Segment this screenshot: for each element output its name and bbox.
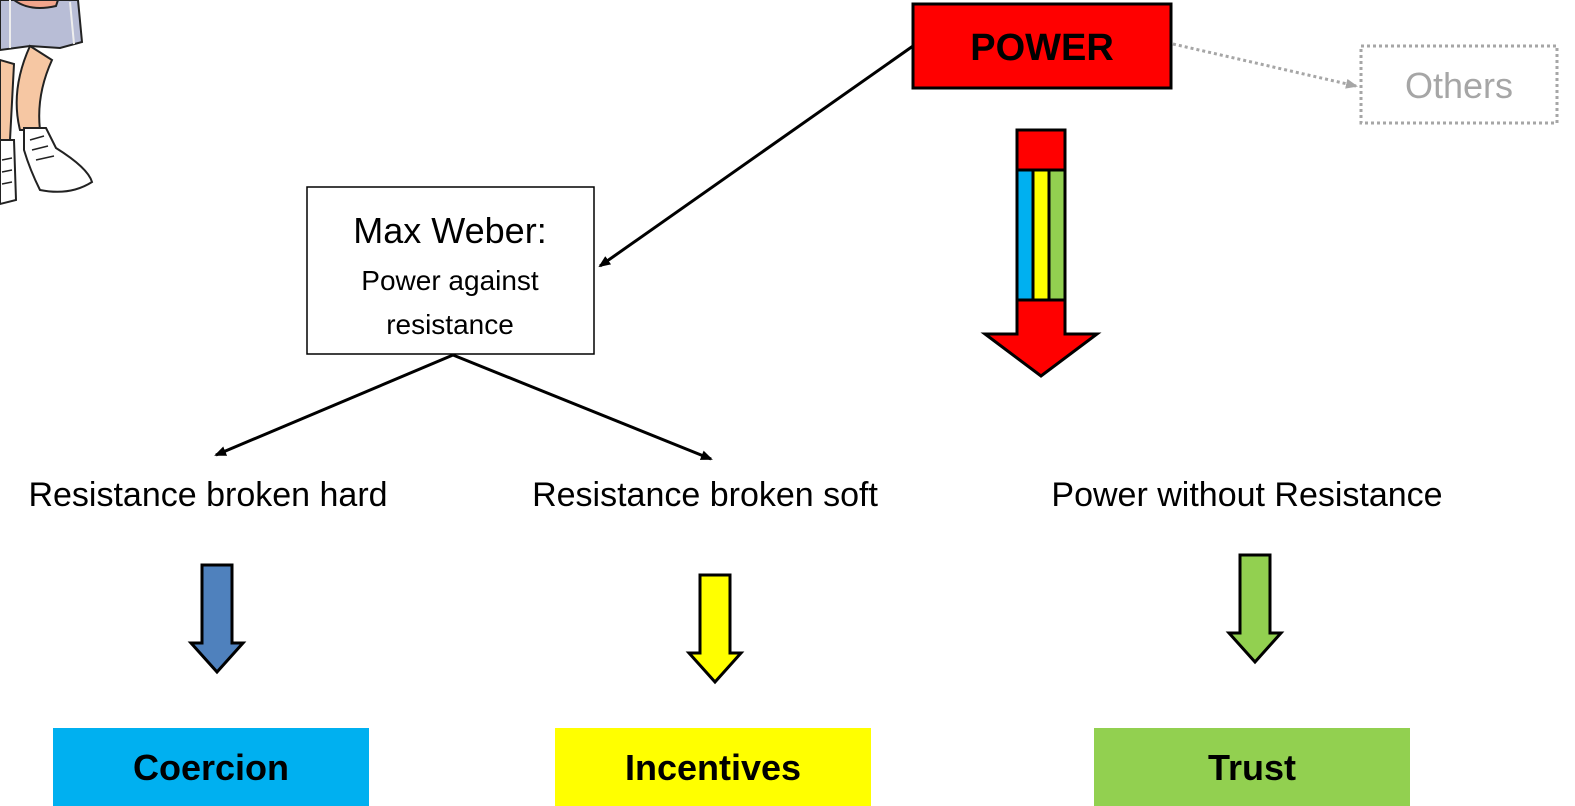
coercion-box (53, 728, 369, 806)
stripe-green (1047, 168, 1067, 302)
incentives-box (555, 728, 871, 806)
others-box (1359, 44, 1559, 125)
incentives-node: Incentives (555, 728, 871, 806)
coercion-label: Coercion (133, 747, 289, 788)
incentives-down-arrow (685, 573, 745, 685)
weber-to-soft-arrow (452, 353, 713, 461)
trust-node: Trust (1094, 728, 1410, 806)
power-label: POWER (970, 27, 1114, 69)
striped-arrow-cap (1015, 128, 1067, 172)
power-to-weber-arrow (598, 44, 914, 268)
weber-box (306, 186, 595, 355)
weber-node: Max Weber: Power against resistance (306, 186, 595, 355)
power-to-others-arrow (1172, 42, 1358, 89)
power-node: POWER (911, 2, 1173, 90)
branch-hard-label: Resistance broken hard (28, 476, 387, 514)
stripe-blue (1015, 168, 1035, 302)
weber-to-hard-arrow (214, 353, 454, 457)
power-box (911, 2, 1173, 90)
branch-without-label: Power without Resistance (1051, 476, 1442, 514)
incentives-label: Incentives (625, 747, 801, 788)
trust-down-arrow (1225, 553, 1285, 665)
striped-arrow-head (980, 298, 1102, 378)
trust-box (1094, 728, 1410, 806)
others-label: Others (1405, 65, 1513, 106)
weber-line-2: resistance (386, 309, 514, 340)
others-node: Others (1359, 44, 1559, 125)
coercion-node: Coercion (53, 728, 369, 806)
branch-soft-label: Resistance broken soft (532, 476, 878, 514)
stripe-yellow (1031, 168, 1051, 302)
weber-title: Max Weber: (353, 210, 546, 251)
striped-down-arrow (980, 128, 1102, 378)
weber-line-1: Power against (361, 265, 539, 296)
coercion-down-arrow (187, 563, 247, 675)
trust-label: Trust (1208, 747, 1296, 788)
boxer-illustration (0, 0, 94, 206)
